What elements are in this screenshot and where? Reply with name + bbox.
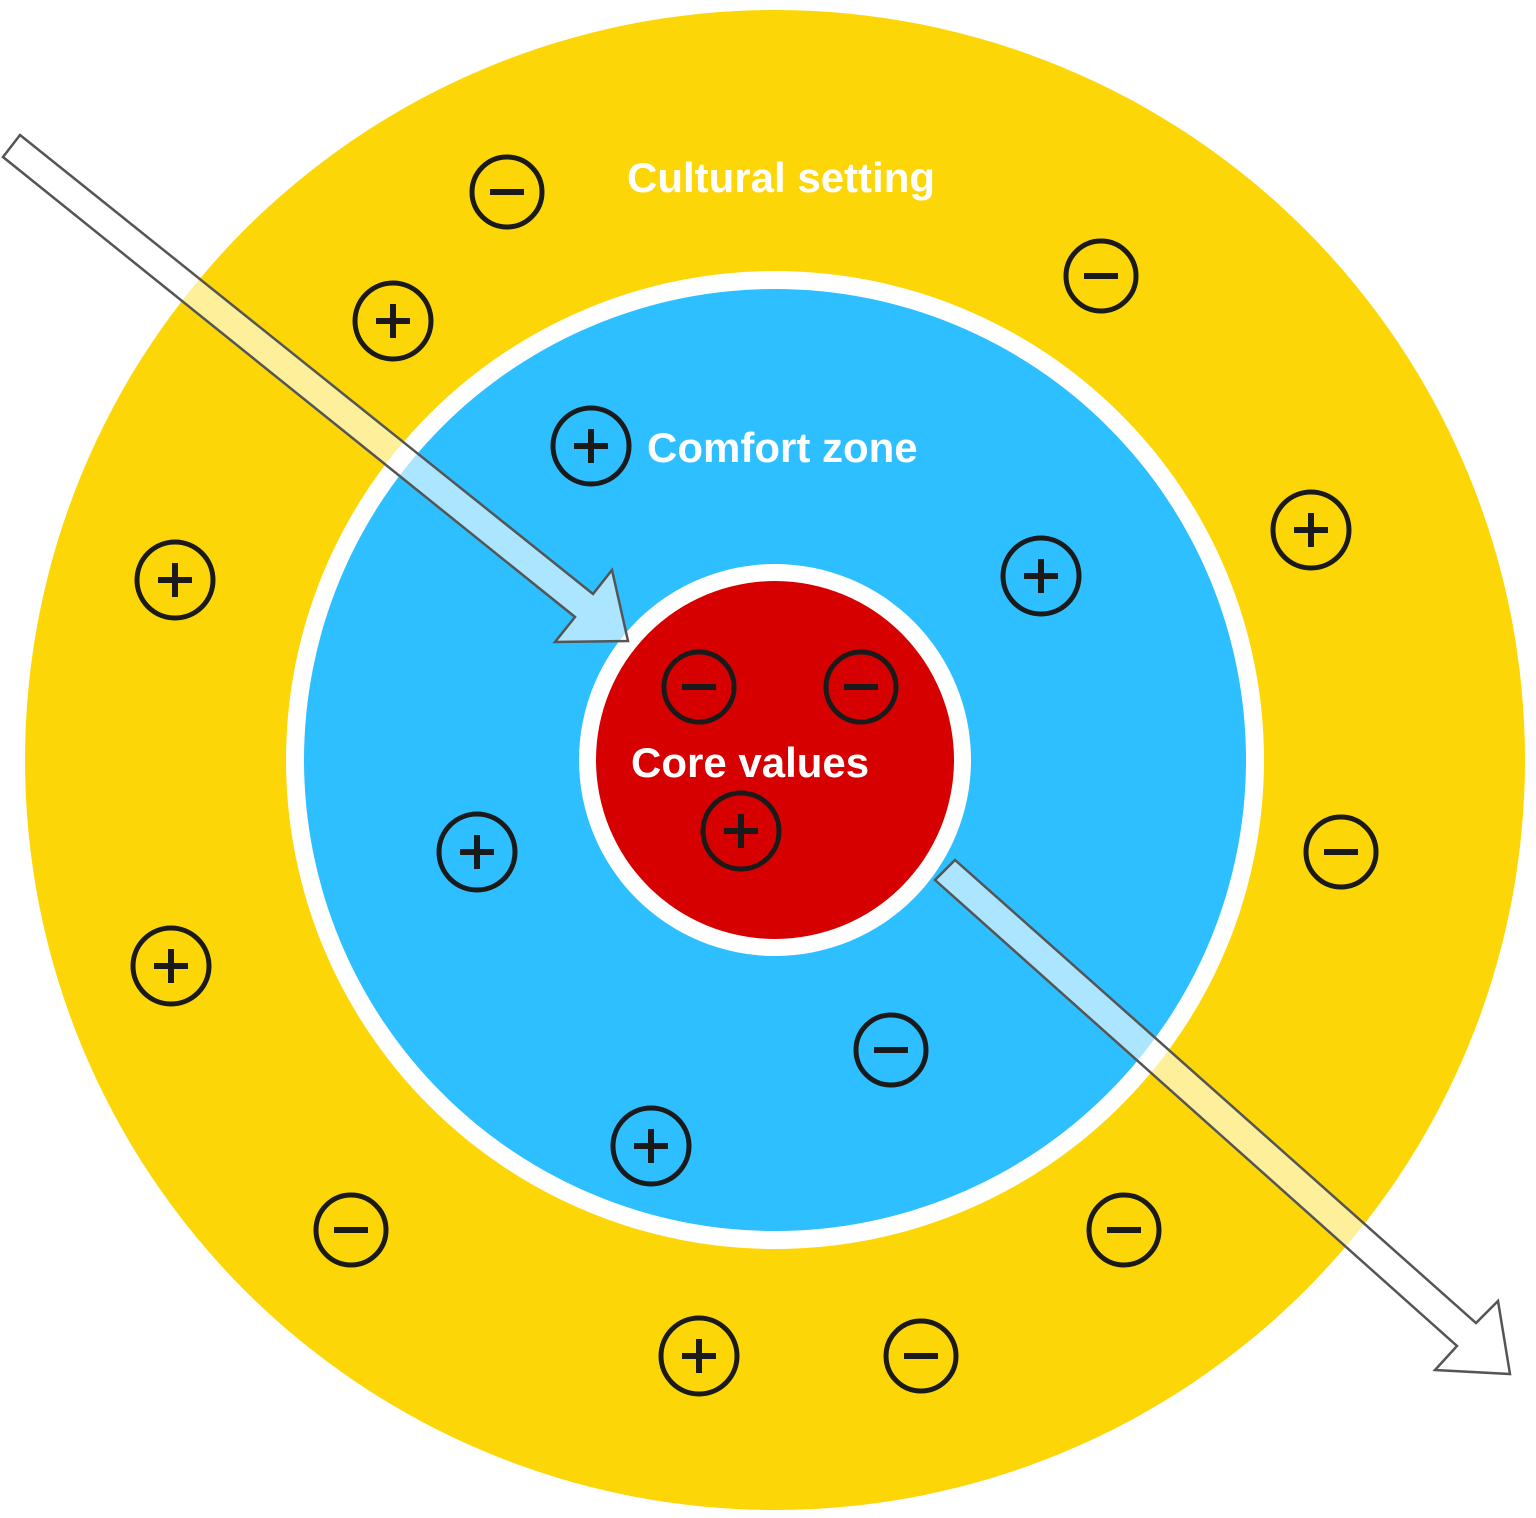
cultural-setting-label: Cultural setting bbox=[627, 154, 935, 201]
plus-sign-icon bbox=[1270, 489, 1352, 571]
minus-sign-icon bbox=[1063, 238, 1139, 314]
minus-sign-icon bbox=[1303, 814, 1379, 890]
inward-arrow bbox=[1, 133, 630, 644]
plus-sign-icon bbox=[436, 811, 518, 893]
plus-sign-icon bbox=[130, 925, 212, 1007]
minus-sign-icon bbox=[1086, 1192, 1162, 1268]
minus-sign-icon bbox=[883, 1318, 959, 1394]
minus-sign-icon bbox=[823, 649, 899, 725]
plus-sign-icon bbox=[134, 539, 216, 621]
plus-sign-icon bbox=[352, 280, 434, 362]
plus-sign-icon bbox=[1000, 535, 1082, 617]
plus-sign-icon bbox=[610, 1105, 692, 1187]
plus-sign-icon bbox=[550, 405, 632, 487]
core-values-zone bbox=[596, 581, 954, 939]
minus-sign-icon bbox=[469, 154, 545, 230]
comfort-zone-label: Comfort zone bbox=[647, 424, 918, 471]
minus-sign-icon bbox=[313, 1192, 389, 1268]
plus-sign-icon bbox=[700, 790, 782, 872]
outward-arrow bbox=[933, 858, 1512, 1376]
minus-sign-icon bbox=[661, 649, 737, 725]
plus-sign-icon bbox=[658, 1315, 740, 1397]
core-values-label: Core values bbox=[631, 739, 869, 786]
minus-sign-icon bbox=[853, 1012, 929, 1088]
